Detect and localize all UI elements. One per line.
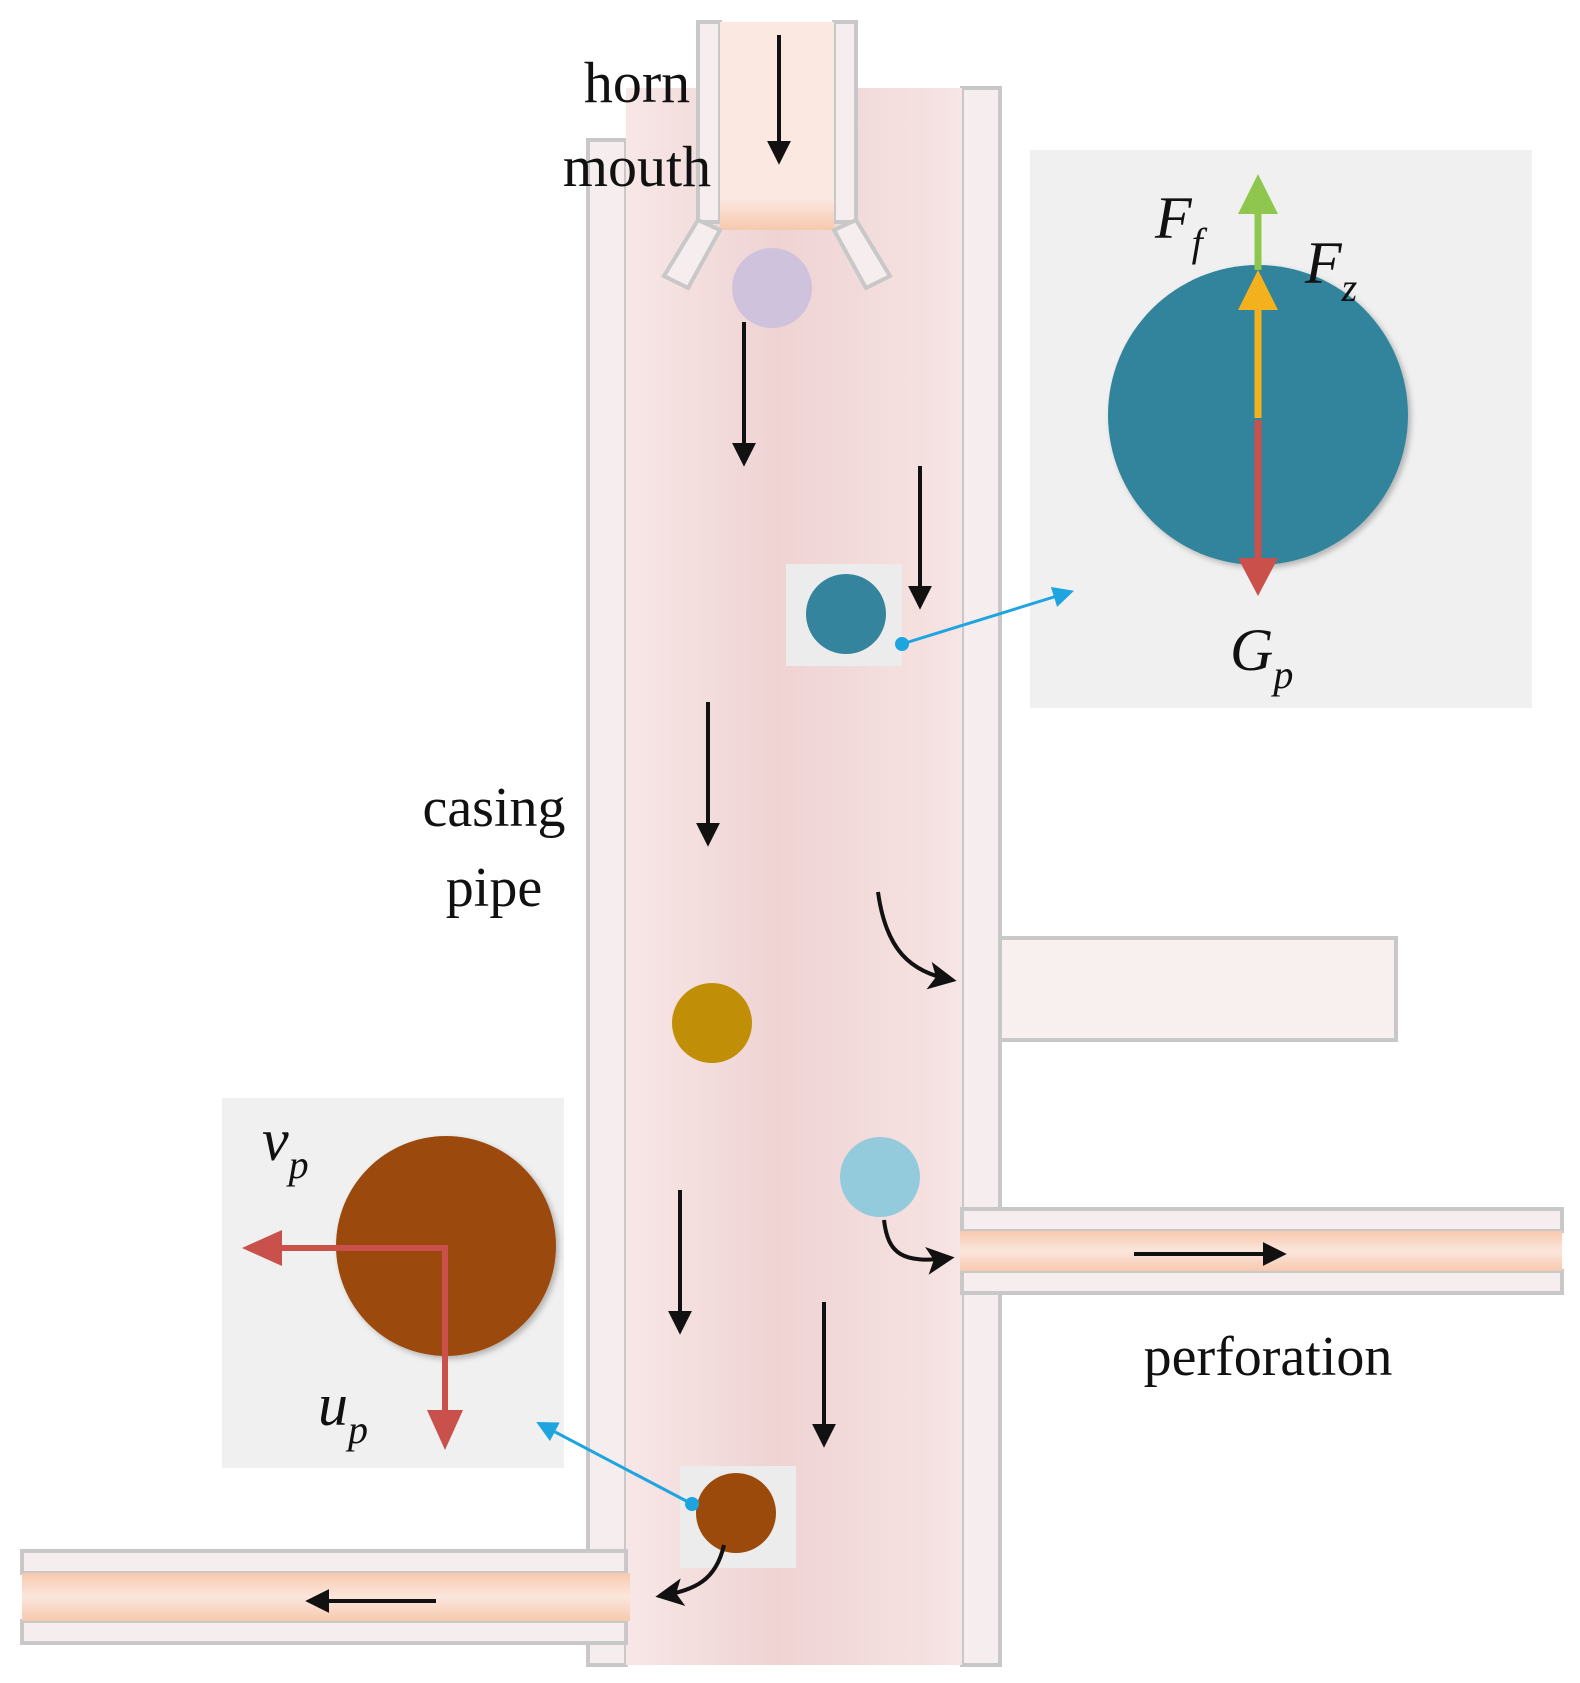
- pointer-dot-teal: [895, 637, 909, 651]
- teal-particle: [806, 574, 886, 654]
- flow-arrows: [305, 35, 1287, 1613]
- pointer-to-velocity-panel: [536, 1422, 693, 1506]
- curved-arrow-upper: [876, 891, 957, 990]
- perforation-left-fluid: [22, 1573, 630, 1621]
- curved-arrow-brown: [655, 1544, 726, 1606]
- pointers: [536, 586, 1075, 1511]
- svg-text:vp: vp: [262, 1107, 309, 1187]
- up-symbol: u: [318, 1372, 348, 1438]
- vp-subscript: p: [286, 1142, 309, 1187]
- closed-perforation: [998, 936, 1398, 1042]
- perforation-left-bottom-wall: [20, 1619, 628, 1645]
- lavender-particle: [732, 248, 812, 328]
- velocity-axes: [272, 1245, 448, 1420]
- brown-particle: [696, 1473, 776, 1553]
- gp-symbol: G: [1230, 617, 1273, 683]
- pointer-to-force-panel: [901, 586, 1075, 646]
- lightblue-particle: [840, 1137, 920, 1217]
- gold-particle: [672, 983, 752, 1063]
- ff-symbol: F: [1154, 185, 1193, 251]
- gp-subscript: p: [1270, 652, 1293, 697]
- casing-fluid: [626, 88, 962, 1665]
- casing-label-line2: pipe: [446, 857, 542, 919]
- buoyancy-arrowhead: [1238, 270, 1278, 310]
- drag-force-arrowhead: [1238, 174, 1278, 214]
- svg-text:up: up: [318, 1372, 368, 1452]
- horn-right-wall: [832, 20, 858, 224]
- casing-pipe: [586, 86, 1002, 1667]
- pointer-dot-brown: [685, 1497, 699, 1511]
- perforation-right-fluid: [960, 1231, 1562, 1271]
- horn-left-flare: [661, 217, 723, 291]
- gravity-arrowhead: [1238, 558, 1278, 596]
- force-panel-top: Ff Fz Gp: [1030, 150, 1532, 708]
- perforation-right-top-wall: [960, 1207, 1564, 1233]
- vp-arrowhead: [242, 1230, 282, 1266]
- perforation-left-top-wall: [20, 1549, 628, 1575]
- horn-label-line1: horn: [584, 50, 690, 115]
- horn-right-flare: [831, 217, 893, 291]
- perforation-right: [960, 1207, 1564, 1295]
- curved-arrow-lightblue: [882, 1219, 955, 1275]
- perforation-label: perforation: [1144, 1326, 1393, 1388]
- up-arrowhead: [427, 1410, 463, 1450]
- svg-text:Fz: Fz: [1304, 230, 1358, 310]
- fz-symbol: F: [1304, 230, 1343, 296]
- casing-left-wall: [586, 138, 628, 1667]
- fz-subscript: z: [1341, 265, 1358, 310]
- svg-text:Gp: Gp: [1230, 617, 1293, 697]
- horn-label-line2: mouth: [563, 134, 711, 199]
- particles: [672, 248, 920, 1568]
- up-subscript: p: [345, 1407, 368, 1452]
- vp-symbol: v: [262, 1107, 289, 1173]
- casing-right-wall: [960, 86, 1002, 1667]
- horn-mouth: [661, 20, 893, 291]
- velocity-panel: vp up: [222, 1098, 564, 1468]
- svg-text:Ff: Ff: [1154, 185, 1208, 265]
- perforation-left: [20, 1549, 630, 1645]
- casing-label-line1: casing: [422, 777, 565, 839]
- perforation-right-bottom-wall: [960, 1269, 1564, 1295]
